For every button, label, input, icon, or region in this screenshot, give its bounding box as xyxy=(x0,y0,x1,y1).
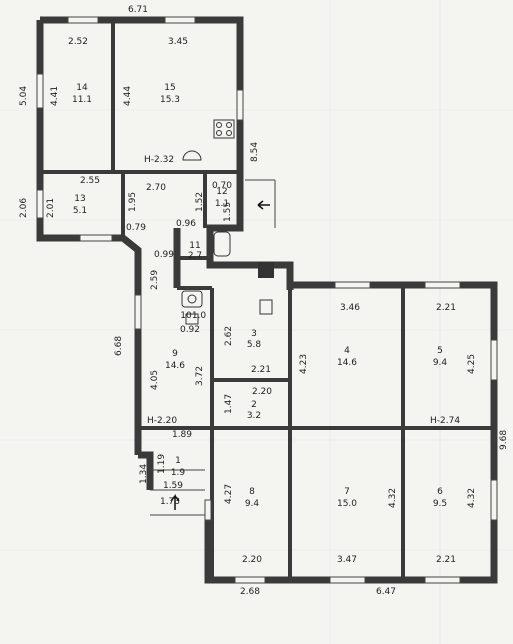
dim-r1-h: 1.19 xyxy=(157,454,167,474)
dim-r4-h: 4.23 xyxy=(299,354,309,374)
dim-bath-h: 0.99 xyxy=(154,250,174,260)
dim-right-total: 9.68 xyxy=(499,430,509,450)
dim-corr-w1: 0.70 xyxy=(212,181,232,191)
dim-right-upper: 8.54 xyxy=(250,142,260,162)
room-6-area: 9.5 xyxy=(433,499,447,509)
dim-r13-h: 2.01 xyxy=(46,198,56,218)
dim-r9-r3: 3.72 xyxy=(195,366,205,386)
dim-r7-h: 4.32 xyxy=(388,488,398,508)
room-5-area: 9.4 xyxy=(433,358,448,368)
room-13-area: 5.1 xyxy=(73,206,87,216)
room-12-num: 12 xyxy=(216,187,227,197)
dim-r13-bottom: 0.79 xyxy=(126,223,146,233)
dim-r15-bottom: 2.70 xyxy=(146,183,166,193)
dim-r9-h: 4.05 xyxy=(150,370,160,390)
room-8-area: 9.4 xyxy=(245,499,260,509)
room-1-num: 1 xyxy=(175,456,181,466)
stove-icon xyxy=(213,119,235,139)
interior-walls xyxy=(40,20,494,580)
room-14-area: 11.1 xyxy=(72,95,92,105)
sink-icon xyxy=(181,290,203,308)
room-10-area: 1.0 xyxy=(192,311,207,321)
room-4-num: 4 xyxy=(344,346,350,356)
dim-r9-bottom: 1.89 xyxy=(172,430,192,440)
dim-porch-w: 1.73 xyxy=(160,497,180,507)
dim-r2-h: 1.47 xyxy=(224,394,234,414)
dim-top-width: 6.71 xyxy=(128,5,148,15)
dim-r15-width: 3.45 xyxy=(168,37,188,47)
dim-left-height: 5.04 xyxy=(19,86,29,106)
dim-corr-h2: 1.55 xyxy=(223,202,233,222)
room-3-area: 5.8 xyxy=(247,340,262,350)
entry-arrow-icon xyxy=(170,493,180,510)
room-11-num: 11 xyxy=(189,241,200,251)
windows xyxy=(36,16,498,584)
room-4-area: 14.6 xyxy=(337,358,357,368)
room-9-area: 14.6 xyxy=(165,361,185,371)
dim-lobby-w: 2.59 xyxy=(150,270,160,290)
room-13-num: 13 xyxy=(74,194,85,204)
dim-bottom-right: 6.47 xyxy=(376,587,396,597)
room-10-num: 10 xyxy=(180,311,192,321)
dim-r5-w: 2.21 xyxy=(436,303,456,313)
dim-r2-w: 2.20 xyxy=(252,387,272,397)
dim-r14-height: 4.41 xyxy=(50,86,60,106)
radiator-icon xyxy=(259,299,273,315)
room-6-num: 6 xyxy=(437,487,443,497)
room-11-area: 2.7 xyxy=(188,251,202,261)
room-12-area: 1.1 xyxy=(215,199,229,209)
room-2-area: 3.2 xyxy=(247,411,261,421)
height-mark-a: Н-2.32 xyxy=(144,155,174,165)
dim-r13-outer: 2.06 xyxy=(19,198,29,218)
dim-r4-w: 3.46 xyxy=(340,303,360,313)
dim-r7-w: 3.47 xyxy=(337,555,357,565)
room-14-num: 14 xyxy=(76,83,88,93)
dimension-labels: 6.71 2.52 3.45 5.04 4.41 4.44 2.55 2.70 … xyxy=(19,5,509,597)
room-9-num: 9 xyxy=(172,349,178,359)
entry-arrow-icon-2 xyxy=(257,200,270,210)
room-8-num: 8 xyxy=(249,487,255,497)
height-mark-b: Н-2.20 xyxy=(147,416,177,426)
chimney-icon xyxy=(258,262,274,278)
dim-r6-w: 2.21 xyxy=(436,555,456,565)
dim-r1-w: 1.59 xyxy=(163,481,183,491)
room-2-num: 2 xyxy=(251,400,257,410)
dim-r3-w: 2.21 xyxy=(251,365,271,375)
dim-bottom-left: 2.68 xyxy=(240,587,260,597)
room-1-area: 1.9 xyxy=(171,468,186,478)
room-7-area: 15.0 xyxy=(337,499,357,509)
toilet-icon xyxy=(185,313,199,325)
room-7-num: 7 xyxy=(344,487,350,497)
dim-r5-h: 4.25 xyxy=(467,354,477,374)
dim-porch-h: 1.34 xyxy=(139,464,149,484)
dim-r14-width: 2.52 xyxy=(68,37,88,47)
dim-r14-bottom: 2.55 xyxy=(80,176,100,186)
fixtures xyxy=(150,119,276,516)
dim-r15-height: 4.44 xyxy=(123,86,133,106)
dim-corr-h1: 1.52 xyxy=(195,192,205,212)
room-15-area: 15.3 xyxy=(160,95,180,105)
room-labels: 14 11.1 15 15.3 13 5.1 12 1.1 11 2.7 10 … xyxy=(72,83,447,509)
height-mark-c: Н-2.74 xyxy=(430,416,460,426)
dim-r8-w: 2.20 xyxy=(242,555,262,565)
dim-r8-h: 4.27 xyxy=(224,484,234,504)
room-15-num: 15 xyxy=(164,83,175,93)
room-5-num: 5 xyxy=(437,346,443,356)
dim-wc-w: 0.92 xyxy=(180,325,200,335)
boiler-icon xyxy=(182,150,202,161)
room-3-num: 3 xyxy=(251,329,257,339)
bathtub-icon xyxy=(213,231,231,257)
dim-bath-w: 0.96 xyxy=(176,219,196,229)
dim-left-long: 6.68 xyxy=(114,336,124,356)
dim-r3-h: 2.62 xyxy=(224,326,234,346)
dim-r6-h: 4.32 xyxy=(467,488,477,508)
dim-r13-inner: 1.95 xyxy=(128,192,138,212)
